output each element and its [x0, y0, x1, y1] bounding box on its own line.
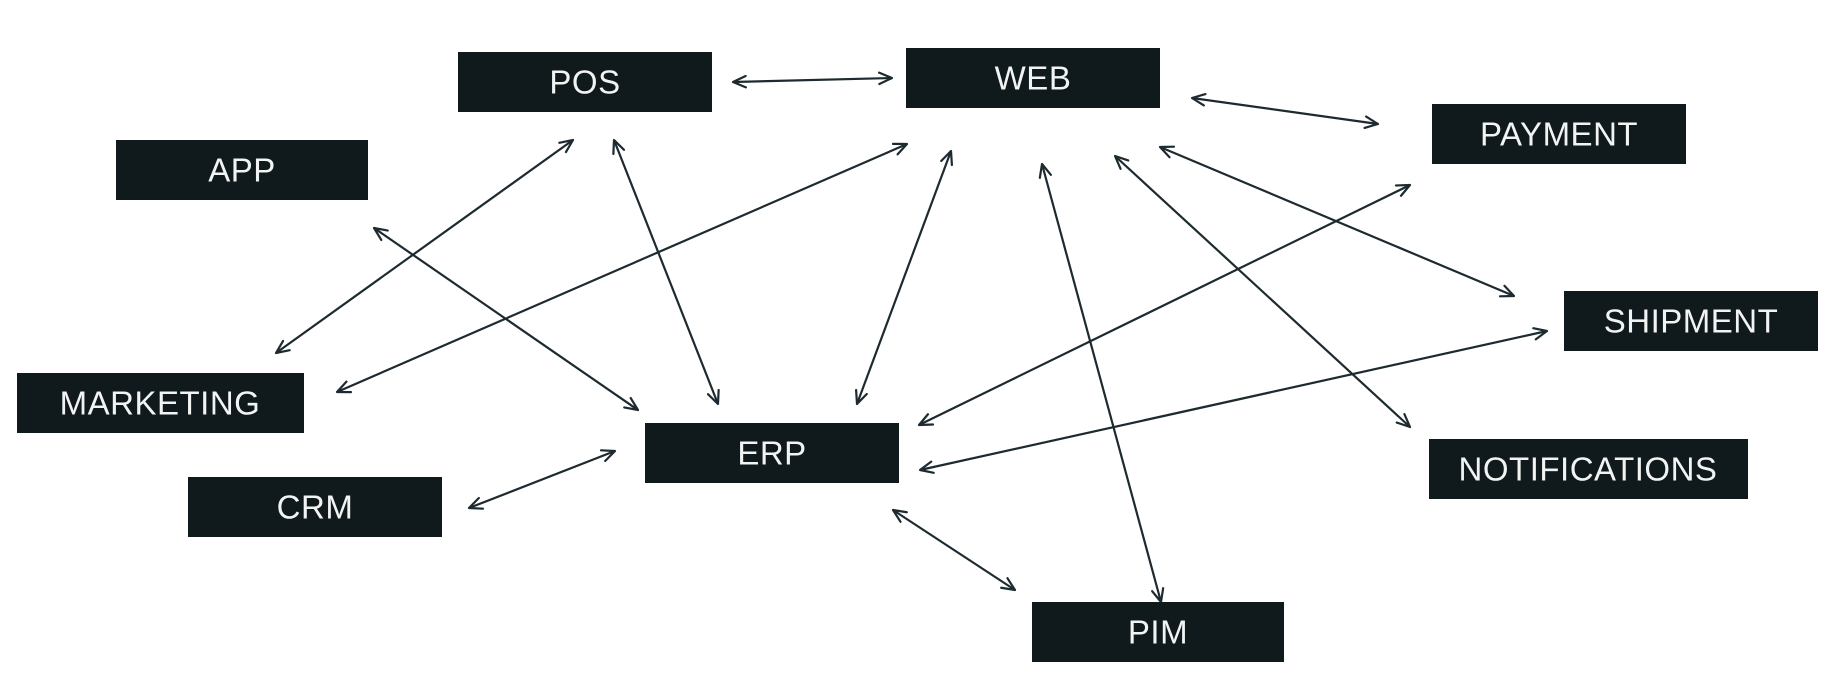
- node-marketing-box: [17, 373, 304, 433]
- edge-web-pim: [1038, 162, 1165, 604]
- node-payment-box: [1432, 104, 1686, 164]
- node-pim-box: [1032, 602, 1284, 662]
- arrowhead-app-end: [372, 226, 389, 242]
- node-pim-label: PIM: [1128, 614, 1188, 651]
- arrowhead-shipment-end: [1498, 284, 1516, 298]
- edge-line-web-erp: [855, 150, 953, 405]
- arrowhead-erp-end: [917, 413, 935, 427]
- node-crm-label: CRM: [277, 489, 354, 526]
- node-erp-box: [645, 423, 899, 483]
- edge-line-web-notifications: [1114, 155, 1411, 428]
- arrowhead-web-end: [940, 149, 953, 167]
- arrowhead-erp-end: [599, 449, 617, 463]
- node-shipment-box: [1564, 291, 1818, 351]
- arrowhead-crm-end: [467, 496, 485, 510]
- node-crm[interactable]: CRM: [188, 477, 442, 537]
- arrowhead-pos-end: [612, 138, 626, 156]
- node-pos[interactable]: POS: [458, 52, 712, 112]
- arrowhead-shipment-end: [1532, 327, 1549, 341]
- edge-erp-pim: [891, 508, 1017, 592]
- arrowhead-marketing-end: [335, 380, 353, 394]
- edge-line-pos-web: [732, 76, 893, 84]
- edge-web-payment: [1190, 93, 1380, 129]
- edge-line-erp-pim: [892, 509, 1016, 591]
- arrowhead-erp-end: [918, 460, 935, 474]
- node-payment[interactable]: PAYMENT: [1432, 104, 1686, 164]
- edge-line-pos-erp: [612, 139, 720, 405]
- node-app-box: [116, 140, 368, 200]
- edge-pos-marketing: [274, 138, 575, 355]
- arrowhead-web-end: [1190, 93, 1207, 107]
- edge-line-web-marketing: [336, 142, 908, 394]
- arrowhead-web-end: [1038, 162, 1052, 179]
- node-marketing[interactable]: MARKETING: [17, 373, 304, 433]
- edge-line-shipment-erp: [919, 329, 1548, 472]
- node-web-label: WEB: [995, 60, 1072, 97]
- edge-web-marketing: [335, 142, 909, 394]
- edge-payment-erp: [917, 183, 1412, 427]
- edge-shipment-erp: [918, 327, 1549, 474]
- arrowhead-web-end: [1158, 145, 1176, 159]
- node-erp[interactable]: ERP: [645, 423, 899, 483]
- node-notifications-label: NOTIFICATIONS: [1459, 451, 1718, 488]
- arrowhead-erp-end: [623, 396, 640, 412]
- node-erp-label: ERP: [737, 435, 806, 472]
- arrowhead-pos-end: [731, 74, 748, 89]
- edge-crm-erp: [467, 449, 617, 510]
- node-web[interactable]: WEB: [906, 48, 1160, 108]
- edge-line-web-payment: [1191, 96, 1379, 126]
- edge-web-notifications: [1113, 154, 1412, 429]
- arrowhead-payment-end: [1363, 115, 1380, 129]
- arrowhead-erp-end: [891, 508, 908, 523]
- edge-web-erp: [855, 149, 953, 406]
- arrowhead-erp-end: [855, 388, 868, 406]
- node-shipment-label: SHIPMENT: [1604, 303, 1779, 340]
- arrowhead-marketing-end: [274, 339, 291, 355]
- node-marketing-label: MARKETING: [60, 385, 261, 422]
- node-notifications-box: [1429, 439, 1748, 499]
- arrowhead-web-end: [1113, 154, 1130, 170]
- edge-pos-web: [731, 71, 894, 89]
- edge-pos-erp: [612, 138, 720, 406]
- arrowhead-web-end: [877, 71, 894, 86]
- node-pos-label: POS: [549, 64, 620, 101]
- arrowhead-erp-end: [706, 388, 720, 406]
- edges-layer: [274, 71, 1549, 604]
- edge-line-pos-marketing: [275, 139, 574, 354]
- arrowhead-pos-end: [558, 138, 575, 154]
- node-web-box: [906, 48, 1160, 108]
- edge-line-crm-erp: [468, 449, 616, 510]
- node-notifications[interactable]: NOTIFICATIONS: [1429, 439, 1748, 499]
- node-payment-label: PAYMENT: [1480, 116, 1638, 153]
- arrowhead-pim-end: [1000, 577, 1017, 592]
- nodes-layer: POS WEB PAYMENT APP SHIPMENT MARKETING E…: [17, 48, 1818, 662]
- node-pos-box: [458, 52, 712, 112]
- edge-line-web-pim: [1040, 163, 1163, 603]
- node-app-label: APP: [208, 152, 276, 189]
- node-app[interactable]: APP: [116, 140, 368, 200]
- arrowhead-notifications-end: [1395, 413, 1412, 429]
- arrowhead-web-end: [891, 142, 909, 156]
- node-crm-box: [188, 477, 442, 537]
- arrowhead-payment-end: [1394, 183, 1412, 197]
- edge-line-payment-erp: [918, 184, 1411, 426]
- node-pim[interactable]: PIM: [1032, 602, 1284, 662]
- node-shipment[interactable]: SHIPMENT: [1564, 291, 1818, 351]
